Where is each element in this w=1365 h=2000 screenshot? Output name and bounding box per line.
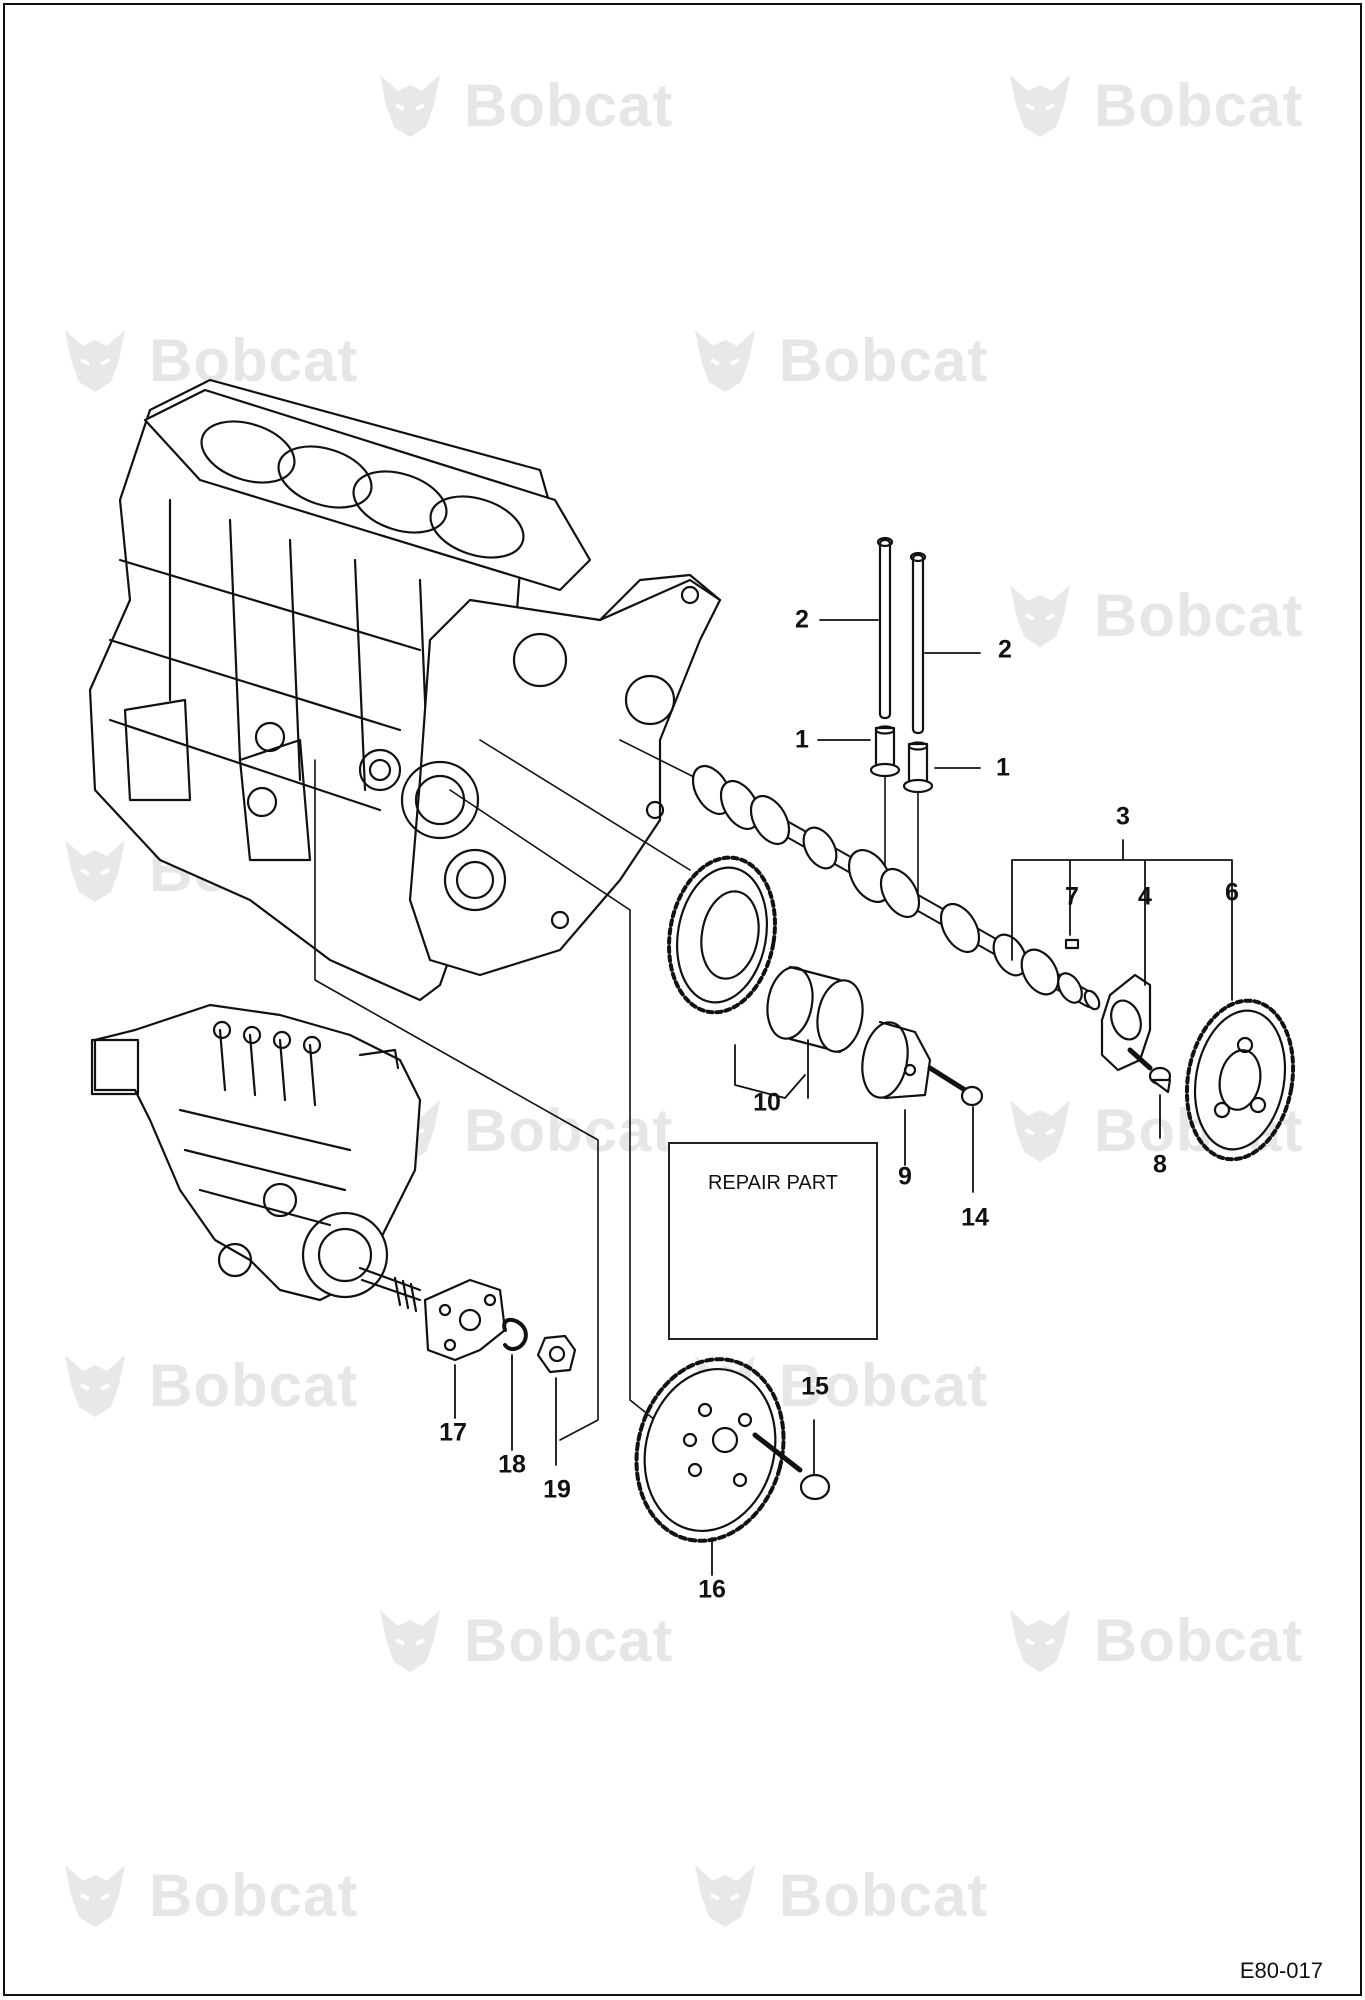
callout-4: 4 [1138,882,1152,911]
repair-part-label: REPAIR PART [707,1172,839,1194]
callout-15: 15 [801,1372,829,1401]
camshaft [691,765,1101,1011]
bobcat-watermark: Bobcat [1000,65,1303,145]
repair-part-box: REPAIR PART [668,1142,878,1340]
camshaft-gear [1184,998,1296,1162]
callout-2-left: 2 [795,605,809,634]
push-rods [876,536,927,735]
bobcat-head-logo-icon [1010,1100,1070,1162]
bobcat-head-logo-icon [380,1610,440,1672]
lock-washer [502,1317,528,1351]
leader-pump-gear [314,759,599,1441]
bolt-15 [752,1432,831,1501]
bobcat-head-logo-icon [65,1355,125,1417]
callout-16: 16 [698,1575,726,1604]
callout-6: 6 [1225,878,1239,907]
injection-pump [90,1003,422,1313]
bobcat-head-logo-icon [65,330,125,392]
callout-2-right: 2 [998,635,1012,664]
leader-gear-16 [449,789,656,1421]
callout-7: 7 [1065,882,1079,911]
callout-8: 8 [1153,1150,1167,1179]
pump-flange [423,1278,507,1362]
bobcat-watermark: Bobcat [55,1345,358,1425]
callout-1-right: 1 [996,753,1010,782]
bobcat-watermark: Bobcat [1000,1600,1303,1680]
key [1064,938,1080,950]
bobcat-head-logo-icon [65,1865,125,1927]
bobcat-watermark: Bobcat [685,320,988,400]
engine-block [88,378,722,1002]
idler-bushing [766,965,864,1054]
tappets [869,725,934,901]
figure-code: E80-017 [1239,1958,1323,1983]
bobcat-head-logo-icon [695,330,755,392]
callout-17: 17 [439,1418,467,1447]
bobcat-watermark: Bobcat [55,1855,358,1935]
bobcat-watermark: Bobcat [1000,575,1303,655]
bobcat-head-logo-icon [65,840,125,902]
pump-gear [634,1357,786,1543]
bobcat-watermark: Bobcat [370,65,673,145]
callout-18: 18 [498,1450,526,1479]
callout-3: 3 [1116,802,1130,831]
bobcat-watermark: Bobcat [55,320,358,400]
bolt-14 [927,1065,984,1107]
idler-shaft [861,1020,932,1100]
bobcat-head-logo-icon [1010,75,1070,137]
idler-gear [667,855,777,1015]
callout-9: 9 [898,1162,912,1191]
bobcat-head-logo-icon [380,75,440,137]
bobcat-head-logo-icon [1010,585,1070,647]
bobcat-watermark: Bobcat [685,1855,988,1935]
bobcat-watermark: Bobcat [370,1600,673,1680]
callout-19: 19 [543,1475,571,1504]
callout-10: 10 [753,1088,781,1117]
callout-leaders [454,619,1233,1576]
callout-14: 14 [961,1203,989,1232]
bobcat-head-logo-icon [695,1865,755,1927]
bolt-8 [1127,1047,1172,1094]
callout-1-left: 1 [795,725,809,754]
nut [536,1334,577,1374]
thrust-plate [1100,973,1152,1072]
bobcat-head-logo-icon [1010,1610,1070,1672]
